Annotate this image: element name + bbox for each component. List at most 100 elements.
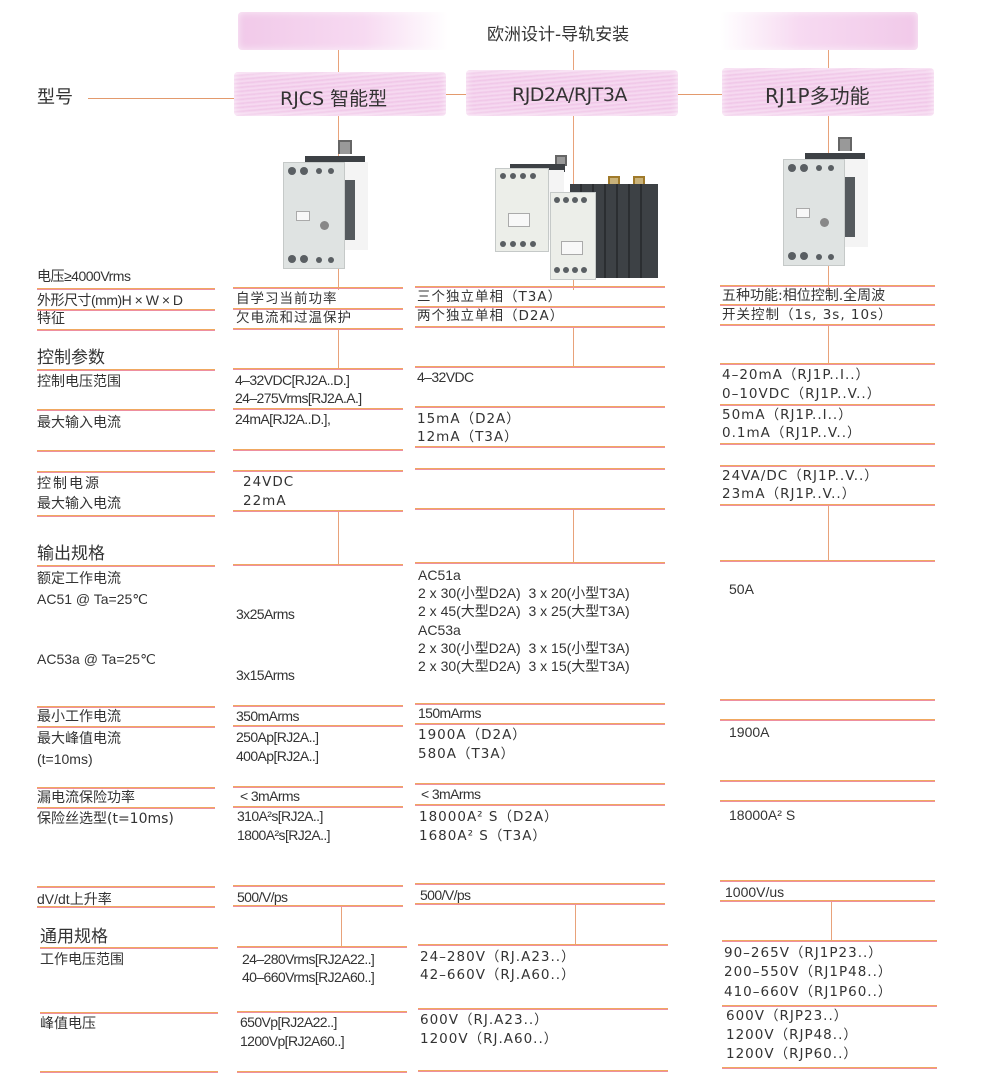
row-divider xyxy=(722,1005,937,1008)
row-divider xyxy=(720,719,935,722)
cell-features-c3: 开关控制（1s, 3s, 10s） xyxy=(722,307,893,323)
cell-control-supply-c3-l2: 23mA（RJ1P..V..） xyxy=(722,486,857,502)
cell-max-input-current-c2-l1: 15mA（D2A） xyxy=(417,411,521,427)
row-divider xyxy=(415,723,665,726)
row-divider xyxy=(233,786,403,789)
cell-leakage-c2: < 3mArms xyxy=(421,786,481,802)
row-label-operating-voltage: 工作电压范围 xyxy=(40,952,124,968)
model-name-rj1p: RJ1P多功能 xyxy=(765,84,870,108)
cell-peak-voltage-c1-l1: 650Vp[RJ2A22..] xyxy=(240,1014,337,1030)
row-divider xyxy=(720,880,935,883)
banner-right-bg xyxy=(720,12,918,50)
connector xyxy=(573,328,574,366)
row-divider xyxy=(720,900,935,903)
cell-dvdt-c3: 1000V/us xyxy=(725,884,785,900)
row-divider xyxy=(233,905,403,908)
cell-rated-current-c1-ac51: 3x25Arms xyxy=(236,606,295,622)
row-divider xyxy=(415,804,665,807)
connector xyxy=(831,902,832,942)
row-divider xyxy=(720,780,935,783)
row-divider xyxy=(415,703,665,706)
row-label-peak-current-time: (t=10ms) xyxy=(37,751,93,767)
row-divider xyxy=(415,446,665,449)
cell-max-input-current-c3-l1: 50mA（RJ1P..I..） xyxy=(722,407,853,423)
cell-peak-current-c3: 1900A xyxy=(729,724,770,740)
cell-min-current-c2: 150mArms xyxy=(418,705,481,721)
model-connector xyxy=(678,94,722,95)
cell-peak-voltage-c3-l2: 1200V（RJP48..） xyxy=(726,1027,858,1043)
cell-rated-current-c2-l1: AC51a xyxy=(418,567,461,583)
row-divider xyxy=(415,508,665,511)
cell-rated-current-c2-l6: 2 x 30(大型D2A) 3 x 15(大型T3A) xyxy=(418,658,630,674)
cell-control-voltage-c3-l2: 0–10VDC（RJ1P..V..） xyxy=(722,386,882,402)
row-divider xyxy=(415,903,665,906)
section-control-params: 控制参数 xyxy=(37,348,105,368)
row-divider xyxy=(37,450,215,453)
row-divider xyxy=(37,906,215,909)
cell-dvdt-c1: 500/V/ps xyxy=(237,889,288,905)
row-divider xyxy=(720,560,935,563)
model-box-rjd2a xyxy=(466,70,678,116)
row-divider xyxy=(37,409,215,412)
section-output-spec: 输出规格 xyxy=(37,544,105,564)
cell-control-voltage-c3-l1: 4–20mA（RJ1P..I..） xyxy=(722,367,871,383)
row-divider xyxy=(720,304,935,307)
row-divider xyxy=(37,288,215,291)
row-divider xyxy=(37,309,215,312)
row-divider xyxy=(40,947,218,950)
row-divider xyxy=(720,324,935,327)
model-box-rj1p xyxy=(722,68,934,116)
row-divider xyxy=(37,886,215,889)
banner-left-bg xyxy=(238,12,448,50)
cell-fuse-c1-l2: 1800A²s[RJ2A..] xyxy=(237,827,331,843)
row-divider xyxy=(37,807,215,810)
row-divider xyxy=(415,406,665,409)
cell-peak-voltage-c2-l2: 1200V（RJ.A60..） xyxy=(420,1031,559,1047)
cell-operating-voltage-c2-l2: 42–660V（RJ.A60..） xyxy=(420,967,576,983)
row-divider xyxy=(233,408,403,411)
relay-single-module-icon xyxy=(283,140,368,269)
row-divider xyxy=(233,885,403,888)
cell-max-input-current-c1: 24mA[RJ2A..D.], xyxy=(235,411,331,427)
row-divider xyxy=(37,706,215,709)
row-divider xyxy=(37,787,215,790)
cell-leakage-c1: < 3mArms xyxy=(240,788,300,804)
row-divider xyxy=(37,329,215,332)
row-divider xyxy=(415,286,665,289)
connector xyxy=(338,512,339,565)
cell-dimensions-c3: 五种功能:相位控制.全周波 xyxy=(722,288,886,304)
row-divider xyxy=(415,783,665,786)
row-label-fuse: 保险丝选型(t=10ms) xyxy=(37,811,174,827)
row-divider xyxy=(233,806,403,809)
row-divider xyxy=(722,1067,937,1070)
relay-dual-triple-module-icon xyxy=(495,150,660,280)
row-divider xyxy=(233,287,403,290)
row-divider xyxy=(233,308,403,311)
row-label-peak-current: 最大峰值电流 xyxy=(37,731,121,747)
cell-control-voltage-c1-l1: 4–32VDC[RJ2A..D.] xyxy=(235,372,350,388)
connector xyxy=(338,330,339,368)
row-divider xyxy=(418,944,668,947)
cell-operating-voltage-c3-l3: 410–660V（RJ1P60..） xyxy=(724,984,893,1000)
connector xyxy=(573,50,574,72)
row-divider xyxy=(37,726,215,729)
row-divider xyxy=(233,564,403,567)
row-divider xyxy=(37,471,215,474)
cell-fuse-c2-l2: 1680A² S（T3A） xyxy=(419,828,547,844)
model-name-rjcs: RJCS 智能型 xyxy=(280,88,388,110)
row-divider xyxy=(720,465,935,468)
row-label-control-voltage: 控制电压范围 xyxy=(37,374,121,390)
cell-control-voltage-c2: 4–32VDC xyxy=(417,369,474,385)
row-divider xyxy=(237,946,407,949)
cell-operating-voltage-c3-l1: 90–265V（RJ1P23..） xyxy=(724,945,883,961)
row-divider xyxy=(720,363,935,366)
cell-min-current-c1: 350mArms xyxy=(236,708,299,724)
row-divider xyxy=(37,515,215,518)
cell-features-c2: 两个独立单相（D2A） xyxy=(417,308,565,324)
cell-dimensions-c1: 自学习当前功率 xyxy=(236,291,338,307)
row-divider xyxy=(415,562,665,565)
cell-rated-current-c2-l2: 2 x 30(小型D2A) 3 x 20(小型T3A) xyxy=(418,585,630,601)
cell-peak-current-c2-l2: 580A（T3A） xyxy=(418,746,516,762)
cell-fuse-c3: 18000A² S xyxy=(729,807,796,823)
connector xyxy=(573,510,574,564)
